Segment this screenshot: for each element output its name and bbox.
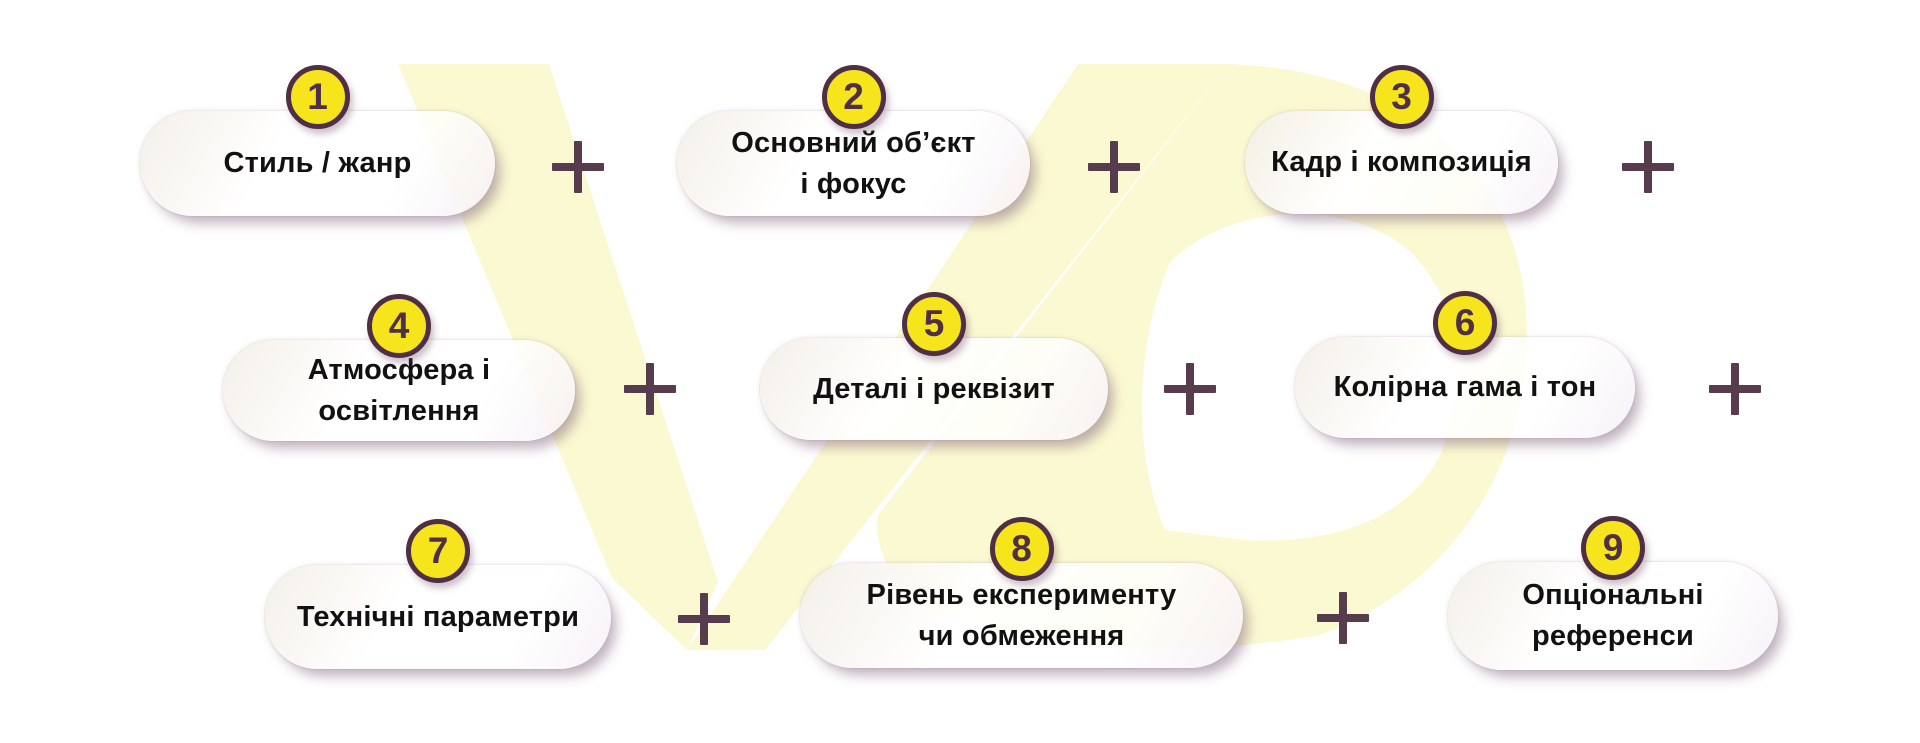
plus-icon: [678, 593, 730, 645]
step-number-badge: 1: [285, 65, 350, 129]
plus-icon: [1317, 592, 1369, 644]
step-number-badge: 4: [367, 294, 431, 358]
step-label: Кадр і композиція: [1245, 142, 1558, 183]
step-number-badge: 3: [1369, 65, 1434, 129]
step-label-line2: і фокус: [800, 167, 907, 200]
step-number-badge: 7: [406, 519, 470, 583]
step-label-line1: Технічні параметри: [296, 600, 580, 633]
step-pill-7: 7 Технічні параметри: [265, 519, 611, 669]
step-label: Основний об’єкт і фокус: [677, 123, 1030, 205]
step-label-line1: Опціональні: [1522, 579, 1704, 611]
step-pill-8: 8 Рівень експерименту чи обмеження: [800, 517, 1243, 668]
plus-icon: [624, 363, 676, 415]
step-number-badge: 9: [1581, 516, 1645, 580]
step-label-line2: чи обмеження: [918, 619, 1125, 652]
step-label: Рівень експерименту чи обмеження: [800, 575, 1243, 657]
step-number: 1: [307, 76, 328, 117]
step-label-line2: референси: [1531, 620, 1695, 652]
step-label: Стиль / жанр: [140, 143, 495, 184]
plus-icon: [1622, 141, 1674, 193]
plus-icon: [552, 141, 604, 193]
step-number-badge: 6: [1433, 291, 1497, 355]
step-label: Опціональні референси: [1448, 575, 1778, 657]
step-pill-5: 5 Деталі і реквізит: [760, 292, 1108, 440]
step-label-line1: Колірна гама і тон: [1333, 371, 1597, 403]
plus-icon: [1709, 363, 1761, 415]
step-number: 6: [1454, 302, 1476, 343]
step-number: 9: [1602, 527, 1624, 568]
step-number: 7: [427, 530, 449, 571]
plus-icon: [1164, 363, 1216, 415]
step-number: 3: [1391, 76, 1412, 117]
step-number: 5: [923, 303, 945, 344]
step-label: Атмосфера і освітлення: [223, 350, 575, 432]
step-pill-4: 4 Атмосфера і освітлення: [223, 294, 575, 441]
step-label: Технічні параметри: [265, 597, 611, 638]
step-label: Колірна гама і тон: [1295, 367, 1635, 408]
step-number: 2: [843, 76, 864, 117]
plus-icon: [1088, 141, 1140, 193]
step-number-badge: 2: [821, 65, 886, 129]
step-pill-3: 3 Кадр і композиція: [1245, 65, 1558, 214]
step-pill-9: 9 Опціональні референси: [1448, 516, 1778, 670]
step-pill-6: 6 Колірна гама і тон: [1295, 291, 1635, 438]
step-label: Деталі і реквізит: [760, 369, 1108, 410]
step-pill-1: 1 Стиль / жанр: [140, 65, 495, 216]
step-number: 4: [388, 305, 410, 346]
step-label-line1: Деталі і реквізит: [813, 372, 1055, 405]
step-number-badge: 5: [902, 292, 966, 356]
step-label-line1: Кадр і композиція: [1271, 146, 1532, 178]
step-label-line1: Стиль / жанр: [223, 147, 412, 179]
step-number-badge: 8: [989, 517, 1054, 581]
step-label-line2: освітлення: [318, 394, 480, 427]
step-pill-2: 2 Основний об’єкт і фокус: [677, 65, 1030, 216]
step-number: 8: [1011, 528, 1032, 569]
